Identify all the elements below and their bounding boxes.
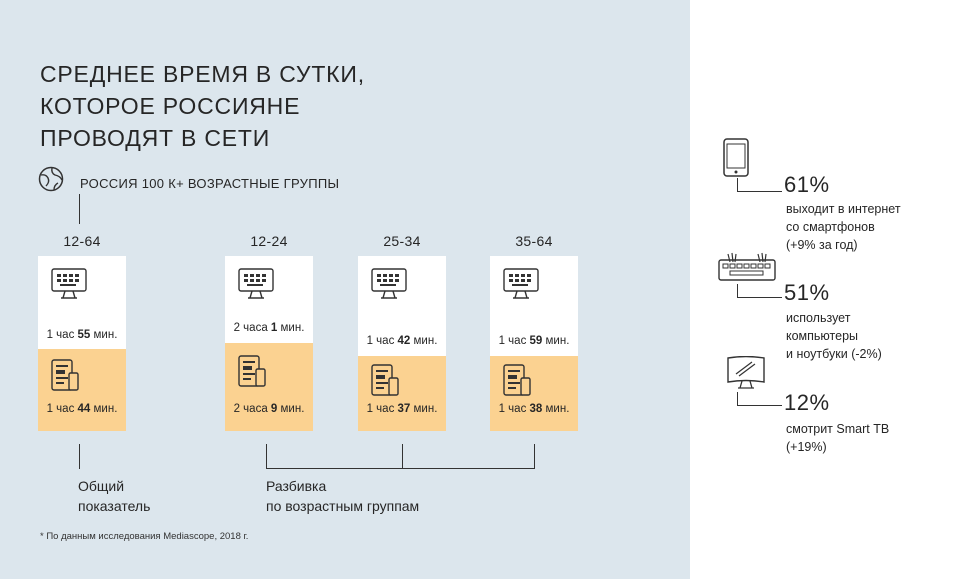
connector-line xyxy=(79,194,80,224)
breakdown-bracket-bottom xyxy=(266,468,535,469)
smart-tv-icon xyxy=(727,356,765,389)
region-subtitle: РОССИЯ 100 К+ ВОЗРАСТНЫЕ ГРУППЫ xyxy=(80,176,340,191)
breakdown-bracket-left xyxy=(266,444,267,469)
mobile-time-cell: 1 час 38 мин. xyxy=(490,356,578,431)
stat-connector-line xyxy=(737,405,782,406)
stat-smarttv-desc: смотрит Smart ТВ (+19%) xyxy=(786,422,890,454)
smartphone-icon xyxy=(723,138,749,177)
stat-connector-line xyxy=(737,297,782,298)
group-card-25-34: 1 час 42 мин. 1 час 37 мин. xyxy=(358,256,446,431)
desktop-monitor-icon xyxy=(238,268,274,299)
stat-smartphone-desc: выходит в интернет со смартфонов (+9% за… xyxy=(786,202,901,252)
page-title: СРЕДНЕЕ ВРЕМЯ В СУТКИ, КОТОРОЕ РОССИЯНЕ … xyxy=(40,61,365,151)
desktop-time-cell: 1 час 55 мин. xyxy=(38,256,126,349)
stat-computer-desc: использует компьютеры и ноутбуки (-2%) xyxy=(786,311,882,361)
mobile-time-value: 2 часа 9 мин. xyxy=(233,403,305,415)
breakdown-note: Разбивка по возрастным группам xyxy=(266,478,420,514)
group-label-25-34: 25-34 xyxy=(383,233,421,249)
mobile-time-value: 1 час 37 мин. xyxy=(366,403,438,415)
desktop-time-value: 1 час 59 мин. xyxy=(498,335,570,347)
stat-connector-line xyxy=(737,284,738,298)
stat-smarttv-percent: 12% xyxy=(784,390,830,415)
stat-smartphone-percent: 61% xyxy=(784,172,830,197)
stat-computer-percent: 51% xyxy=(784,280,830,305)
mobile-time-cell: 1 час 44 мин. xyxy=(38,349,126,431)
globe-icon xyxy=(38,166,64,192)
laptop-keyboard-icon xyxy=(718,252,776,281)
breakdown-bracket-right xyxy=(534,444,535,469)
group-label-35-64: 35-64 xyxy=(515,233,553,249)
desktop-time-value: 2 часа 1 мин. xyxy=(233,322,305,334)
mobile-time-value: 1 час 38 мин. xyxy=(498,403,570,415)
tablet-phone-icon xyxy=(503,364,531,396)
mobile-time-cell: 1 час 37 мин. xyxy=(358,356,446,431)
stat-connector-line xyxy=(737,392,738,406)
group-card-35-64: 1 час 59 мин. 1 час 38 мин. xyxy=(490,256,578,431)
desktop-time-cell: 1 час 59 мин. xyxy=(490,256,578,356)
group-label-12-24: 12-24 xyxy=(250,233,288,249)
mobile-time-value: 1 час 44 мин. xyxy=(46,403,118,415)
tablet-phone-icon xyxy=(238,355,266,387)
desktop-time-value: 1 час 42 мин. xyxy=(366,335,438,347)
desktop-time-value: 1 час 55 мин. xyxy=(46,329,118,341)
infographic-panel: СРЕДНЕЕ ВРЕМЯ В СУТКИ, КОТОРОЕ РОССИЯНЕ … xyxy=(0,0,690,579)
total-connector-line xyxy=(79,444,80,469)
stat-connector-line xyxy=(737,178,738,192)
breakdown-bracket-mid xyxy=(402,444,403,469)
group-card-12-24: 2 часа 1 мин. 2 часа 9 мин. xyxy=(225,256,313,431)
total-note: Общий показатель xyxy=(78,478,151,514)
desktop-time-cell: 1 час 42 мин. xyxy=(358,256,446,356)
stat-connector-line xyxy=(737,191,782,192)
mobile-time-cell: 2 часа 9 мин. xyxy=(225,343,313,431)
group-card-12-64: 1 час 55 мин. 1 час 44 мин. xyxy=(38,256,126,431)
footnote: * По данным исследования Mediascope, 201… xyxy=(40,531,249,542)
group-label-12-64: 12-64 xyxy=(63,233,101,249)
tablet-phone-icon xyxy=(371,364,399,396)
desktop-monitor-icon xyxy=(371,268,407,299)
tablet-phone-icon xyxy=(51,359,79,391)
desktop-monitor-icon xyxy=(51,268,87,299)
desktop-time-cell: 2 часа 1 мин. xyxy=(225,256,313,343)
desktop-monitor-icon xyxy=(503,268,539,299)
